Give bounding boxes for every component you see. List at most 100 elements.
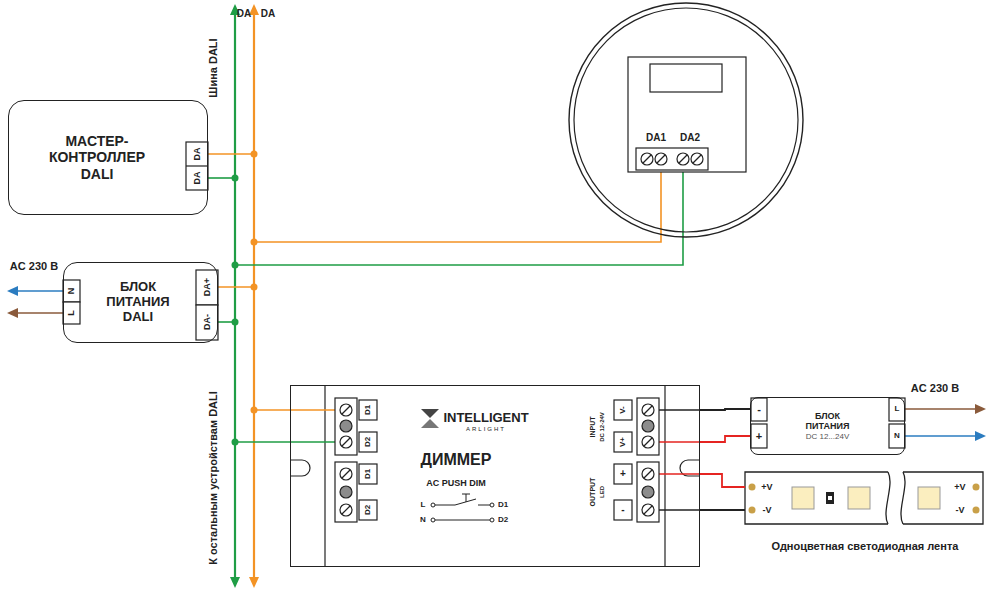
pin-label-box <box>359 464 377 484</box>
wire <box>18 312 63 314</box>
pin-label: DA+ <box>203 278 212 296</box>
terminal-box <box>196 305 218 340</box>
pin-label: D1 <box>364 405 372 415</box>
node-text: МАСТЕР- КОНТРОЛЛЕР DALI <box>37 133 157 181</box>
terminal-box <box>889 424 905 448</box>
junction-dot <box>251 239 258 246</box>
pin-label: OUTPUT <box>589 478 596 507</box>
switch-contact <box>431 503 435 507</box>
wire <box>254 170 661 242</box>
terminal-box <box>196 270 218 305</box>
screw-slot <box>643 155 651 163</box>
pin-label: - <box>757 404 761 415</box>
power-supply-box: БЛОК ПИТАНИЯ DALI <box>63 262 218 343</box>
pin-label: DA- <box>203 314 212 330</box>
terminal-block <box>335 462 357 522</box>
screw-slot <box>693 155 701 163</box>
node-text: ARLIGHT <box>466 426 506 433</box>
terminal-screw <box>642 468 654 480</box>
pin-label-box <box>614 432 632 452</box>
push-button <box>466 494 467 502</box>
pin-label: D1 <box>364 469 372 479</box>
terminal-screw <box>340 468 352 480</box>
pin-label: V- <box>619 406 627 414</box>
terminal-screw <box>340 504 352 516</box>
push-button <box>462 494 470 495</box>
terminal-screw <box>642 420 654 432</box>
strip-outline <box>745 472 983 524</box>
solder-pad <box>973 484 980 491</box>
terminal-screw <box>691 153 703 165</box>
pin-label: -V <box>763 506 772 515</box>
led-strip: Одноцветная светодиодная лента <box>745 466 985 558</box>
wire <box>208 177 235 179</box>
arrow-head <box>249 577 259 588</box>
pin-label-box <box>359 500 377 520</box>
pin-label: AC 230 В <box>911 383 959 394</box>
terminal-screw <box>340 436 352 448</box>
node-text: DC 12...24V <box>806 432 850 441</box>
terminal-screw <box>642 486 654 498</box>
terminal-block <box>637 462 659 522</box>
pin-label: D2 <box>498 516 508 524</box>
terminal-screw <box>677 153 689 165</box>
dali-bus-line <box>234 15 236 577</box>
housing-edge <box>324 385 325 567</box>
switch-contact <box>490 518 494 522</box>
power-supply-box: БЛОК ПИТАНИЯDC 12...24V <box>750 397 905 455</box>
pin-label: DA <box>193 148 202 161</box>
pin-label: К остальным устройствам DALI <box>208 391 219 565</box>
pin-label: V+ <box>619 437 627 447</box>
node-text: DA2 <box>680 132 700 144</box>
terminal-box <box>751 424 767 448</box>
arrow-head <box>7 286 18 296</box>
terminal-screw <box>642 504 654 516</box>
arrow-head <box>249 4 259 15</box>
strip-body <box>745 472 888 524</box>
screw-slot <box>644 506 652 514</box>
junction-dot <box>251 151 258 158</box>
wire-connector <box>700 509 745 511</box>
pin-label-box <box>614 400 632 420</box>
pin-label: +V <box>761 483 772 492</box>
screw-slot <box>679 155 687 163</box>
pin-label: N <box>420 516 426 524</box>
screw-slot <box>657 155 665 163</box>
pin-label: LED <box>599 486 605 498</box>
junction-dot <box>232 439 239 446</box>
arrow-head <box>7 308 18 318</box>
resistor-symbol <box>826 492 834 504</box>
terminal-screw <box>340 420 352 432</box>
terminal-box <box>63 280 80 302</box>
pin-label: L <box>421 501 426 509</box>
screw-slot <box>342 470 350 478</box>
wire-connector <box>700 436 750 442</box>
strip-break <box>886 472 905 524</box>
terminal-screw <box>340 486 352 498</box>
arrow-head <box>975 431 986 441</box>
node-text: БЛОК ПИТАНИЯ DALI <box>98 280 178 325</box>
screw-slot <box>644 406 652 414</box>
dali-bus-line <box>253 15 255 577</box>
device-housing <box>628 57 746 172</box>
dimmer-housing: INTELLIGENTARLIGHTДИММЕРAC PUSH DIM <box>290 385 700 567</box>
solder-pad <box>973 507 980 514</box>
node-text: ДИММЕР <box>421 451 492 469</box>
screw-slot <box>644 438 652 446</box>
terminal-screw <box>642 436 654 448</box>
pin-label: N <box>67 288 76 295</box>
solder-pad <box>749 507 756 514</box>
pin-label: -V <box>956 506 965 515</box>
wire <box>18 290 63 292</box>
switch-contact <box>490 503 494 507</box>
wire-connector <box>700 474 745 487</box>
wire <box>905 435 975 437</box>
pin-label-box <box>614 464 632 484</box>
wire <box>905 408 975 410</box>
pin-label: +V <box>954 483 965 492</box>
text-stack: БЛОК ПИТАНИЯDC 12...24V <box>751 398 904 454</box>
pin-label-box <box>359 432 377 452</box>
node-text: AC PUSH DIM <box>426 478 486 488</box>
junction-dot <box>232 175 239 182</box>
